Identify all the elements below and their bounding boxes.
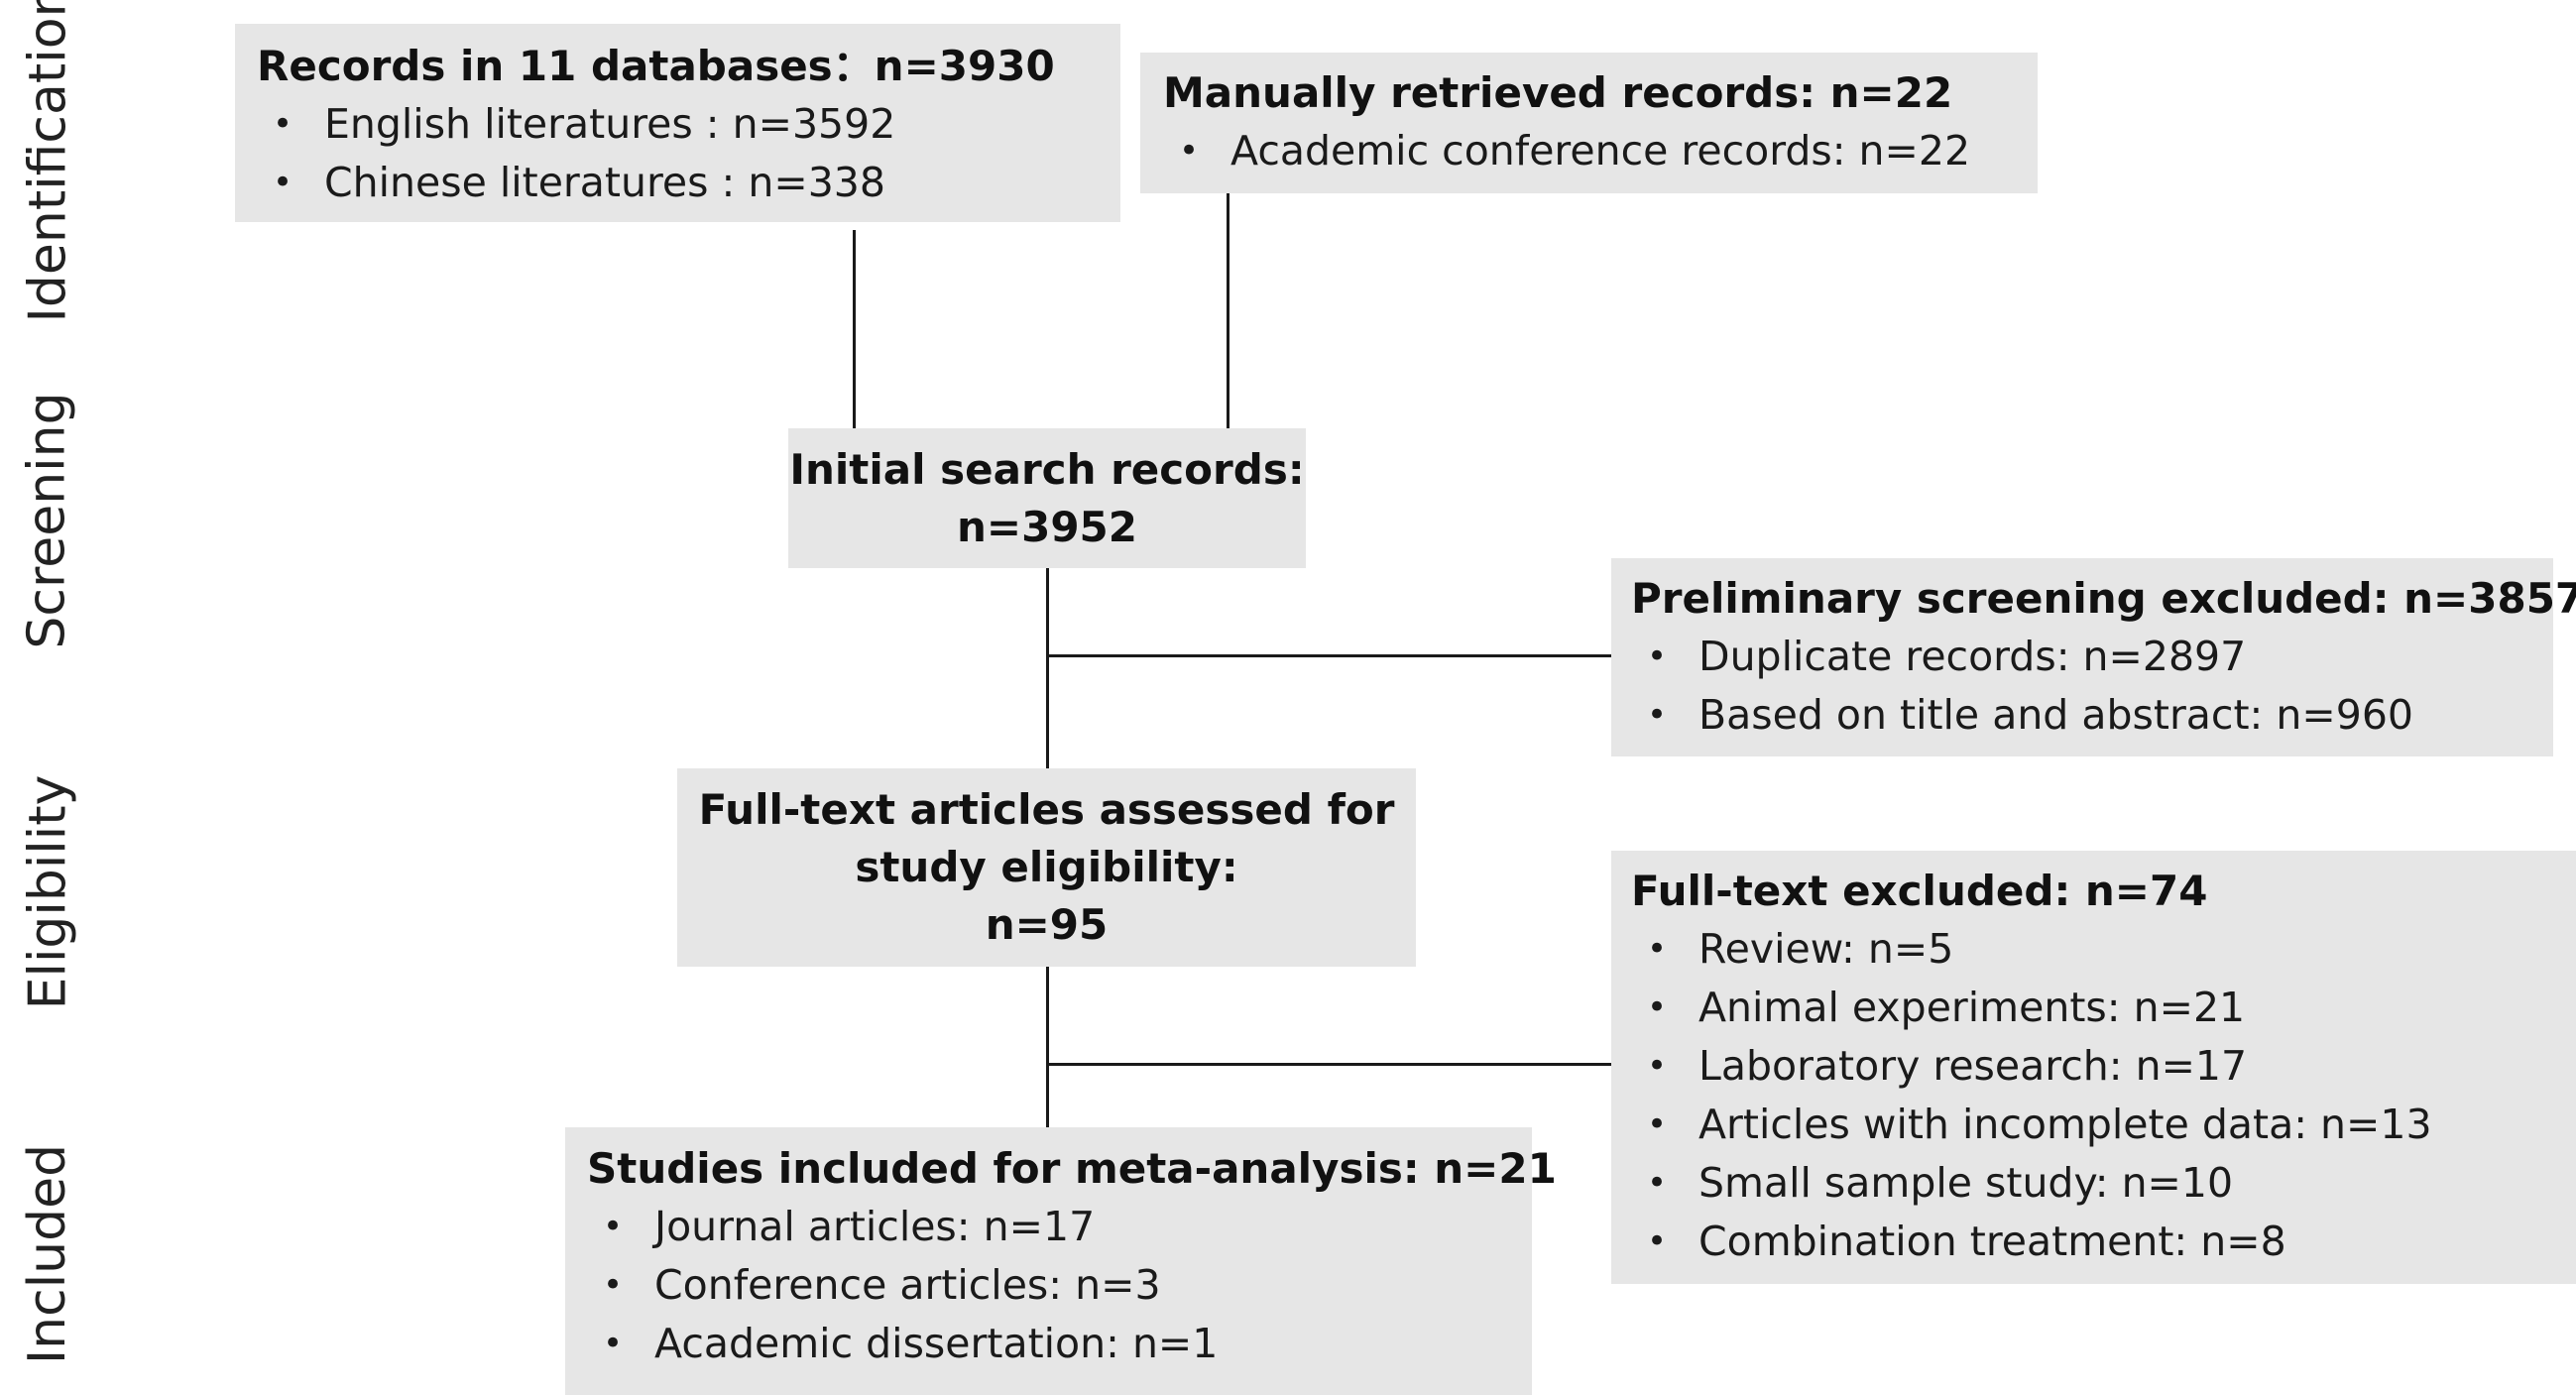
- preliminary-excluded-list: • Duplicate records: n=2897 • Based on tit…: [1631, 628, 2553, 745]
- list-item: • Academic conference records: n=22: [1163, 122, 2038, 180]
- manual-records-title: Manually retrieved records: n=22: [1163, 68, 1953, 117]
- list-item-text: Chinese literatures : n=338: [324, 159, 885, 206]
- bullet-icon: •: [273, 163, 293, 202]
- stage-identification-text: Identification: [18, 0, 78, 323]
- bullet-icon: •: [603, 1265, 624, 1305]
- bullet-icon: •: [1647, 988, 1668, 1027]
- list-item: • Journal articles: n=17: [587, 1198, 1532, 1256]
- box-manual-records: Manually retrieved records: n=22 • Academ…: [1140, 53, 2038, 193]
- list-item-text: Conference articles: n=3: [654, 1261, 1161, 1309]
- fulltext-assessed-line2: study eligibility:: [855, 843, 1238, 891]
- list-item: • Articles with incomplete data: n=13: [1631, 1096, 2576, 1154]
- connector-to-preliminary-excluded: [1046, 654, 1611, 657]
- list-item: • Small sample study: n=10: [1631, 1154, 2576, 1213]
- stage-screening-text: Screening: [18, 392, 77, 649]
- stage-included-text: Included: [18, 1143, 78, 1365]
- list-item-text: Based on title and abstract: n=960: [1698, 691, 2413, 739]
- list-item-text: English literatures : n=3592: [324, 100, 896, 148]
- list-item: • Chinese literatures : n=338: [257, 154, 1120, 212]
- list-item: • Academic dissertation: n=1: [587, 1315, 1532, 1373]
- connector-to-fulltext-excluded: [1046, 1063, 1611, 1066]
- list-item-text: Laboratory research: n=17: [1698, 1042, 2248, 1090]
- bullet-icon: •: [603, 1324, 624, 1363]
- initial-search-title: Initial search records:: [789, 444, 1305, 494]
- included-studies-list: • Journal articles: n=17 • Conference arti…: [587, 1198, 1532, 1373]
- list-item-text: Articles with incomplete data: n=13: [1698, 1101, 2432, 1148]
- database-records-title: Records in 11 databases：n=3930: [257, 42, 1055, 90]
- connector-manual-down: [1227, 193, 1229, 428]
- list-item-text: Academic dissertation: n=1: [654, 1320, 1219, 1367]
- list-item-text: Academic conference records: n=22: [1230, 127, 1971, 174]
- stage-label-eligibility: Eligibility: [18, 775, 77, 1010]
- bullet-icon: •: [1647, 1104, 1668, 1144]
- bullet-icon: •: [1647, 1163, 1668, 1203]
- initial-search-count: n=3952: [957, 502, 1137, 551]
- bullet-icon: •: [1647, 637, 1668, 676]
- fulltext-assessed-count: n=95: [985, 900, 1109, 949]
- stage-label-included: Included: [18, 1140, 77, 1368]
- list-item: • Conference articles: n=3: [587, 1256, 1532, 1315]
- manual-records-list: • Academic conference records: n=22: [1163, 122, 2038, 180]
- included-studies-title: Studies included for meta-analysis: n=21: [587, 1144, 1557, 1193]
- list-item-text: Small sample study: n=10: [1698, 1159, 2234, 1207]
- bullet-icon: •: [1647, 929, 1668, 969]
- box-fulltext-assessed: Full-text articles assessed for study el…: [677, 768, 1416, 967]
- box-included-studies: Studies included for meta-analysis: n=21…: [565, 1127, 1557, 1395]
- preliminary-excluded-title: Preliminary screening excluded: n=3857: [1631, 574, 2576, 623]
- list-item-text: Animal experiments: n=21: [1698, 984, 2246, 1031]
- bullet-icon: •: [1179, 131, 1200, 171]
- bullet-icon: •: [1647, 1046, 1668, 1086]
- box-preliminary-excluded: Preliminary screening excluded: n=3857 •…: [1611, 558, 2576, 756]
- bullet-icon: •: [1647, 1221, 1668, 1261]
- connector-databases-down: [853, 230, 856, 428]
- stage-label-screening: Screening: [18, 392, 77, 649]
- list-item-text: Review: n=5: [1698, 925, 1954, 973]
- database-records-list: • English literatures : n=3592 • Chinese l…: [257, 95, 1120, 212]
- bullet-icon: •: [1647, 695, 1668, 735]
- connector-assessed-to-included: [1046, 967, 1049, 1127]
- list-item: • English literatures : n=3592: [257, 95, 1120, 154]
- bullet-icon: •: [603, 1207, 624, 1246]
- list-item-text: Combination treatment: n=8: [1698, 1218, 2286, 1265]
- list-item: • Based on title and abstract: n=960: [1631, 686, 2553, 745]
- list-item-text: Journal articles: n=17: [654, 1203, 1096, 1250]
- box-database-records: Records in 11 databases：n=3930 • English …: [235, 24, 1120, 222]
- connector-initial-to-assessed: [1046, 568, 1049, 768]
- fulltext-excluded-list: • Review: n=5 • Animal experiments: n=21 •…: [1631, 920, 2576, 1271]
- list-item: • Review: n=5: [1631, 920, 2576, 979]
- fulltext-excluded-title: Full-text excluded: n=74: [1631, 867, 2208, 915]
- list-item: • Animal experiments: n=21: [1631, 979, 2576, 1037]
- list-item: • Laboratory research: n=17: [1631, 1037, 2576, 1096]
- fulltext-assessed-line1: Full-text articles assessed for: [698, 785, 1395, 834]
- bullet-icon: •: [273, 104, 293, 144]
- list-item-text: Duplicate records: n=2897: [1698, 633, 2247, 680]
- box-fulltext-excluded: Full-text excluded: n=74 • Review: n=5 • A…: [1611, 851, 2576, 1284]
- list-item: • Duplicate records: n=2897: [1631, 628, 2553, 686]
- list-item: • Combination treatment: n=8: [1631, 1213, 2576, 1271]
- box-initial-search: Initial search records: n=3952: [788, 428, 1306, 568]
- stage-eligibility-text: Eligibility: [18, 774, 77, 1010]
- stage-label-identification: Identification: [18, 0, 77, 322]
